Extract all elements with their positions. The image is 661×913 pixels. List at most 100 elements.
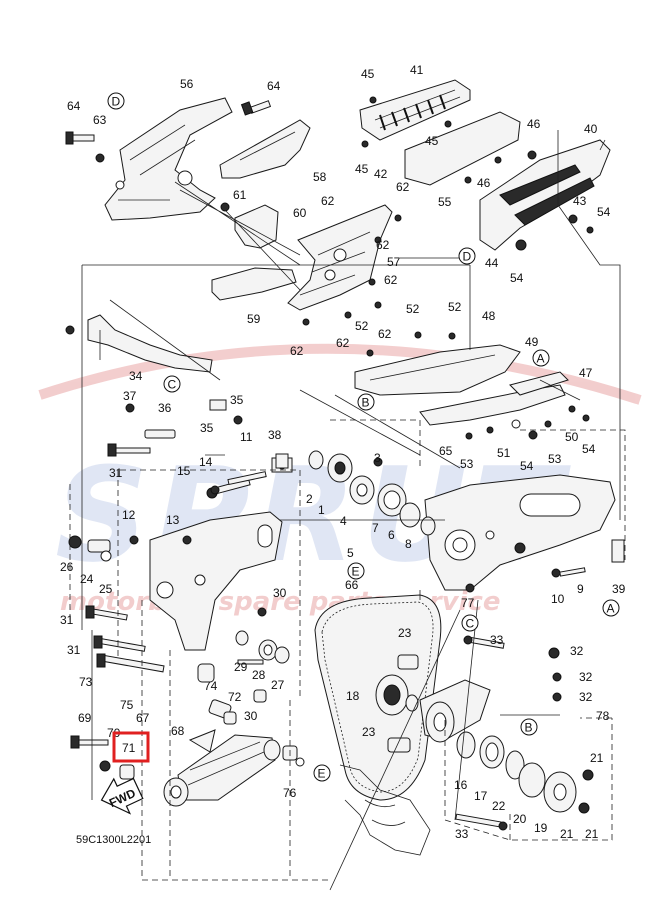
svg-text:D: D — [463, 250, 472, 264]
drawing-code: 59C1300L2201 — [76, 834, 151, 846]
callout-68: 68 — [171, 724, 185, 738]
bolt-69 — [70, 735, 109, 749]
callout-54a: 54 — [597, 205, 611, 219]
callout-17: 17 — [474, 789, 488, 803]
upper-left-bracket-assembly — [65, 97, 311, 301]
callout-42: 42 — [374, 167, 388, 181]
callout-52c: 52 — [355, 319, 369, 333]
group-outlines — [69, 419, 626, 881]
callout-18: 18 — [346, 689, 360, 703]
callout-21a: 21 — [590, 751, 604, 765]
callout-52a: 52 — [406, 302, 420, 316]
ref-letter-markers: D D A B C E A C — [107, 92, 620, 782]
callout-10: 10 — [551, 592, 565, 606]
undertray-assembly — [354, 331, 590, 440]
callout-3: 3 — [374, 451, 381, 465]
highlighted-part-71[interactable]: 71 — [112, 731, 150, 763]
svg-text:C: C — [466, 617, 475, 631]
callout-45c: 45 — [355, 162, 369, 176]
callout-6: 6 — [388, 528, 395, 542]
callout-23a: 23 — [398, 626, 412, 640]
callout-7: 7 — [372, 521, 379, 535]
callout-48: 48 — [482, 309, 496, 323]
callout-1: 1 — [318, 503, 325, 517]
callout-8: 8 — [405, 537, 412, 551]
frame-side-bracket — [68, 443, 283, 673]
callout-61: 61 — [233, 188, 247, 202]
callout-53a: 53 — [460, 457, 474, 471]
svg-text:B: B — [362, 396, 370, 410]
callout-62e: 62 — [290, 344, 304, 358]
callout-40: 40 — [584, 122, 598, 136]
callout-46a: 46 — [527, 117, 541, 131]
callout-72: 72 — [228, 690, 242, 704]
pivot-components — [206, 450, 436, 536]
svg-text:A: A — [607, 602, 615, 616]
callout-33b: 33 — [455, 827, 469, 841]
callout-4: 4 — [340, 514, 347, 528]
svg-text:A: A — [537, 352, 545, 366]
ref-letter-d-top: D — [107, 92, 125, 110]
callout-30a: 30 — [273, 586, 287, 600]
ref-letter-c-left: C — [163, 375, 181, 393]
rear-shock-absorber — [70, 729, 305, 807]
callout-38: 38 — [268, 428, 282, 442]
ref-letter-a-right: A — [602, 599, 620, 617]
frame-silhouette — [339, 764, 431, 856]
callout-29: 29 — [234, 660, 248, 674]
callout-30b: 30 — [244, 709, 258, 723]
callout-60: 60 — [293, 206, 307, 220]
callout-32a: 32 — [570, 644, 584, 658]
callout-54c: 54 — [520, 459, 534, 473]
callout-19: 19 — [534, 821, 548, 835]
callout-28: 28 — [252, 668, 266, 682]
callout-51: 51 — [497, 446, 511, 460]
svg-text:E: E — [318, 767, 326, 781]
callout-45a: 45 — [361, 67, 375, 81]
leader-lines — [81, 130, 621, 891]
center-mount-bracket — [287, 204, 402, 326]
swingarm — [424, 474, 616, 591]
callout-73: 73 — [79, 675, 93, 689]
callout-67: 67 — [136, 711, 150, 725]
callout-53b: 53 — [548, 452, 562, 466]
callout-47: 47 — [579, 366, 593, 380]
callout-57: 57 — [387, 255, 401, 269]
callout-23b: 23 — [362, 725, 376, 739]
callout-56: 56 — [180, 77, 194, 91]
bolt-64-left — [65, 131, 95, 145]
callout-62b: 62 — [321, 194, 335, 208]
callout-76: 76 — [283, 786, 297, 800]
bolt-73 — [96, 653, 165, 673]
ref-letter-e-mid: E — [347, 562, 365, 580]
callout-46b: 46 — [477, 176, 491, 190]
callout-21b: 21 — [560, 827, 574, 841]
callout-54b: 54 — [510, 271, 524, 285]
misc-small-parts — [65, 314, 625, 753]
callout-50: 50 — [565, 430, 579, 444]
callout-labels: 1 2 3 4 5 6 7 8 9 10 11 12 13 14 15 16 1… — [60, 63, 626, 841]
callout-5: 5 — [347, 546, 354, 560]
callout-62f: 62 — [336, 336, 350, 350]
callout-33a: 33 — [490, 633, 504, 647]
callout-11: 11 — [240, 430, 253, 444]
svg-text:B: B — [525, 721, 533, 735]
callout-64a: 64 — [67, 99, 81, 113]
callout-55: 55 — [438, 195, 452, 209]
callout-13: 13 — [166, 513, 180, 527]
ref-letter-c-right: C — [461, 614, 479, 632]
ref-letter-b-right: B — [520, 718, 538, 736]
highlight-box — [112, 731, 150, 763]
callout-71: 71 — [122, 741, 136, 755]
callout-54d: 54 — [582, 442, 596, 456]
callout-62d: 62 — [384, 273, 398, 287]
callout-77: 77 — [461, 596, 475, 610]
rear-hub-components — [419, 635, 594, 831]
callout-75: 75 — [120, 698, 134, 712]
callout-26: 26 — [60, 560, 74, 574]
callout-62g: 62 — [378, 327, 392, 341]
callout-45b: 45 — [425, 134, 439, 148]
svg-text:E: E — [352, 565, 360, 579]
svg-text:D: D — [112, 95, 121, 109]
